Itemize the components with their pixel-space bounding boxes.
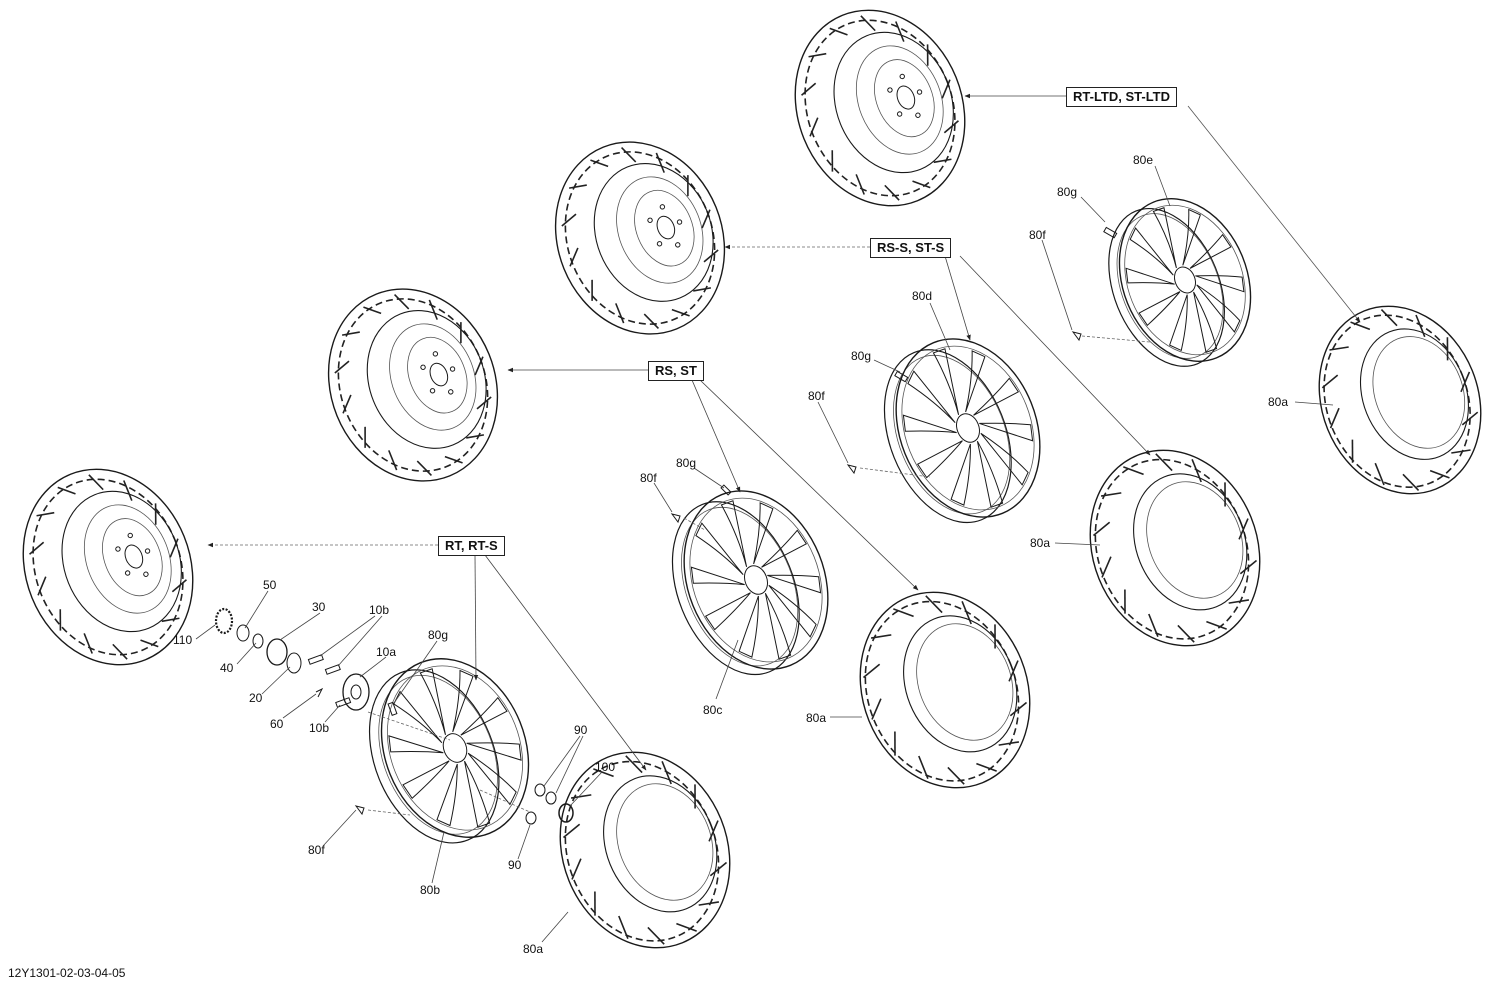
callout-40: 40 [220, 661, 234, 675]
callout-80a-c: 80a [806, 711, 827, 725]
callout-110: 110 [173, 633, 193, 647]
callout-80g-e: 80g [1057, 185, 1078, 199]
model-box-rs-s: RS-S, ST-S [870, 238, 952, 258]
drawing-code: 12Y1301-02-03-04-05 [8, 966, 126, 980]
callout-80f-d: 80f [808, 389, 825, 403]
tire-80a-d [1089, 449, 1261, 647]
callout-60: 60 [270, 717, 284, 731]
callout-50: 50 [263, 578, 277, 592]
tire-80a-b [559, 751, 731, 949]
wheel-assembly-rs [327, 288, 499, 482]
callout-80g-c: 80g [676, 456, 697, 470]
callout-80a-b: 80a [523, 942, 544, 956]
callout-80g-d: 80g [851, 349, 872, 363]
callout-20: 20 [249, 691, 263, 705]
wheel-assembly-rt-ltd [794, 9, 966, 207]
callout-30: 30 [312, 600, 326, 614]
tire-80a-c [859, 591, 1031, 789]
callout-10b-bot: 10b [309, 721, 330, 735]
callout-10a: 10a [376, 645, 397, 659]
callout-80d: 80d [912, 289, 933, 303]
rim-80b [368, 658, 530, 844]
callout-100: 100 [595, 760, 616, 774]
model-box-rs: RS, ST [648, 361, 704, 381]
model-box-rt: RT, RT-S [438, 536, 505, 556]
rim-80d [883, 338, 1041, 524]
callout-90-bot: 90 [508, 858, 522, 872]
wheel-assembly-rt [22, 468, 194, 666]
hub-hardware [214, 226, 1118, 825]
callout-80g-b: 80g [428, 628, 449, 642]
tire-80a-e [1318, 305, 1482, 495]
callout-80f-e: 80f [1029, 228, 1046, 242]
wheel-assembly-rs-s [554, 141, 726, 335]
rim-80e [1108, 198, 1252, 367]
callout-90-top: 90 [574, 723, 588, 737]
callout-80f-b: 80f [308, 843, 325, 857]
callout-80a-e: 80a [1268, 395, 1289, 409]
rim-80c [671, 490, 829, 676]
callout-80a-d: 80a [1030, 536, 1051, 550]
model-box-rt-ltd: RT-LTD, ST-LTD [1066, 87, 1177, 107]
callout-80c: 80c [703, 703, 723, 717]
callout-80b: 80b [420, 883, 441, 897]
callout-80f-c: 80f [640, 471, 657, 485]
callout-10b-top: 10b [369, 603, 390, 617]
callout-80e: 80e [1133, 153, 1154, 167]
